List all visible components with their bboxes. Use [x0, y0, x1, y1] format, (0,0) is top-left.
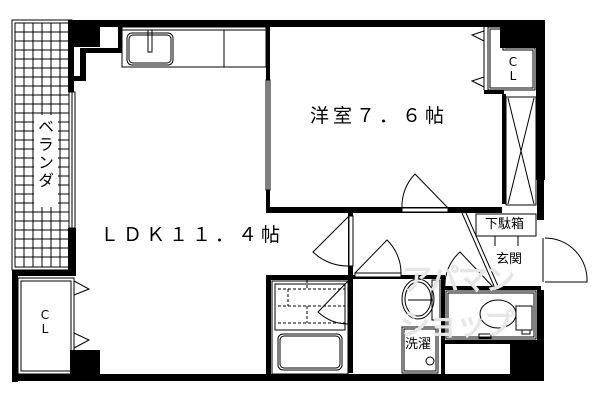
room-label-western: 洋室７．６帖	[310, 105, 449, 127]
closet-left	[17, 277, 91, 375]
shoe-box	[475, 213, 537, 246]
room-label-ldk: ＬＤＫ１１．４帖	[100, 224, 285, 246]
windows	[68, 79, 271, 229]
bath	[271, 280, 349, 375]
closet-left-l: L	[41, 322, 49, 336]
room-label-balcony: ベランダ	[35, 118, 54, 190]
closet-right-l: L	[509, 69, 517, 83]
storage-x	[505, 96, 537, 206]
kitchen-counter	[121, 26, 267, 68]
doors	[312, 173, 588, 325]
closet-left-c: C	[40, 308, 50, 322]
closet-right-c: C	[508, 55, 518, 69]
toilet	[445, 290, 537, 340]
watermark-line1: アパマン	[402, 263, 515, 298]
walls	[12, 20, 545, 382]
label-shoe-box: 下駄箱	[485, 217, 525, 232]
label-entrance: 玄関	[496, 252, 523, 267]
watermark-line2: ショップ	[400, 308, 514, 343]
closet-right	[470, 26, 536, 91]
washroom-fixtures	[401, 278, 441, 374]
label-laundry: 洗濯	[405, 337, 432, 352]
